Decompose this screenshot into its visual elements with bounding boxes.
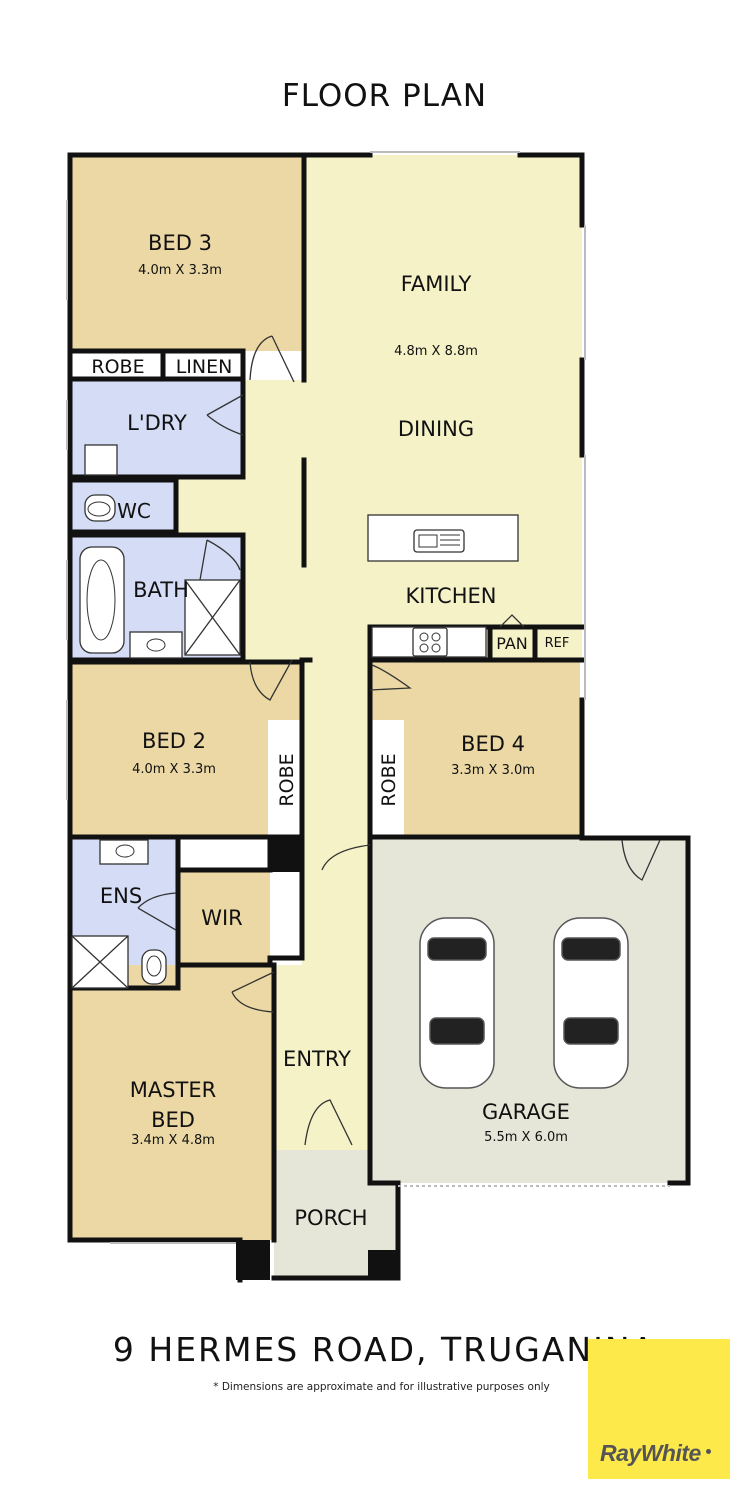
ref-label: REF bbox=[545, 636, 570, 651]
logo-text: RayWhite bbox=[600, 1440, 701, 1466]
family-label: FAMILY bbox=[401, 272, 472, 296]
master-area bbox=[70, 965, 274, 1240]
porch-label: PORCH bbox=[294, 1206, 367, 1230]
bed2-area bbox=[70, 662, 302, 837]
bed4-dims: 3.3m X 3.0m bbox=[451, 763, 535, 778]
bed3-dims: 4.0m X 3.3m bbox=[138, 263, 222, 278]
garage-label: GARAGE bbox=[482, 1100, 570, 1124]
family-dims: 4.8m X 8.8m bbox=[394, 344, 478, 359]
bed2-dims: 4.0m X 3.3m bbox=[132, 762, 216, 777]
bed4-label: BED 4 bbox=[461, 732, 525, 756]
robe-bed2-label: ROBE bbox=[276, 753, 298, 806]
robe-top-area bbox=[70, 351, 163, 379]
master-label-line1: MASTER bbox=[130, 1078, 217, 1102]
entry-area bbox=[274, 965, 370, 1150]
disclaimer: * Dimensions are approximate and for ill… bbox=[213, 1381, 550, 1393]
page-title: FLOOR PLAN bbox=[281, 78, 488, 114]
bed4-area bbox=[370, 660, 580, 837]
garage-dims: 5.5m X 6.0m bbox=[484, 1130, 568, 1145]
wir-label: WIR bbox=[201, 906, 243, 930]
raywhite-logo: RayWhite bbox=[588, 1339, 730, 1479]
ens-label: ENS bbox=[100, 884, 142, 908]
bath-label: BATH bbox=[133, 578, 189, 602]
bed3-area bbox=[70, 155, 304, 351]
dining-label: DINING bbox=[398, 417, 474, 441]
entry-label: ENTRY bbox=[283, 1047, 351, 1071]
wc-label: WC bbox=[117, 499, 151, 523]
pan-label: PAN bbox=[496, 634, 528, 653]
car-icon bbox=[419, 917, 629, 1089]
master-dims: 3.4m X 4.8m bbox=[131, 1133, 215, 1148]
robe-bed4-label: ROBE bbox=[378, 753, 400, 806]
master-label-line2: BED bbox=[151, 1108, 195, 1132]
robe-top-label: ROBE bbox=[91, 356, 144, 378]
kitchen-label: KITCHEN bbox=[406, 584, 497, 608]
bed3-label: BED 3 bbox=[148, 231, 212, 255]
bed2-label: BED 2 bbox=[142, 729, 206, 753]
wir-area bbox=[178, 870, 270, 965]
property-address: 9 HERMES ROAD, TRUGANINA bbox=[112, 1330, 657, 1369]
logo-dot bbox=[706, 1449, 711, 1454]
family-dining-kitchen-area bbox=[304, 155, 582, 660]
linen-area bbox=[165, 351, 243, 379]
linen-label: LINEN bbox=[176, 356, 233, 378]
laundry-label: L'DRY bbox=[127, 411, 187, 435]
floor-plan: BED 3 4.0m X 3.3m FAMILY 4.8m X 8.8m DIN… bbox=[66, 151, 691, 1283]
